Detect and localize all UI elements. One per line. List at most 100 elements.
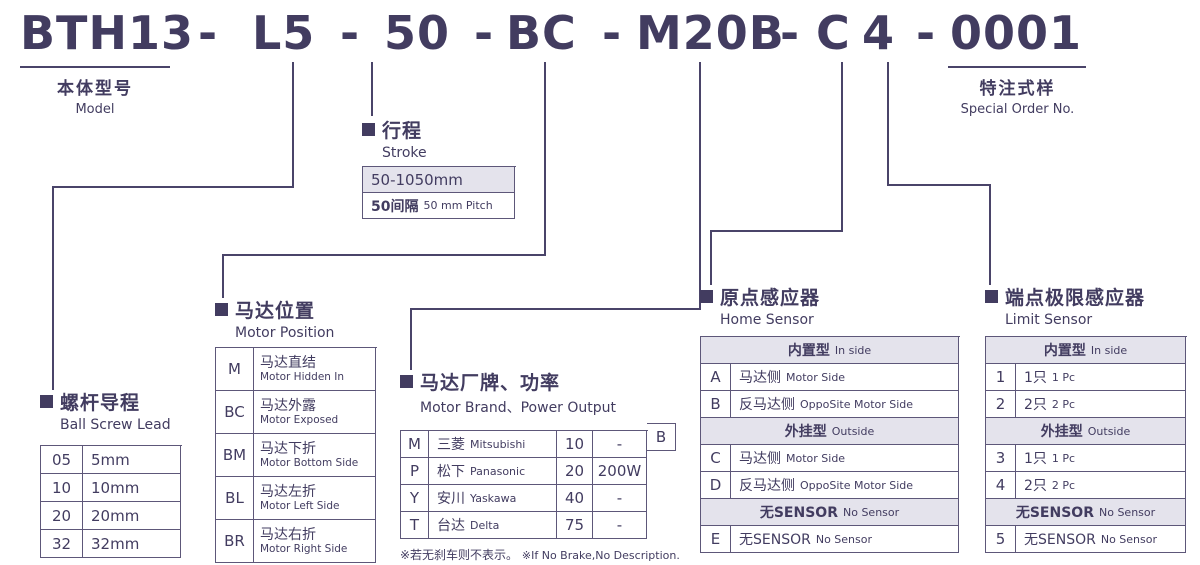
connector-limit-v1	[887, 62, 889, 186]
limit-desc-zh: 2只	[1024, 478, 1047, 494]
brand-name-en: Panasonic	[470, 464, 526, 478]
lead-code: 10	[41, 474, 83, 502]
power-code: 10	[557, 431, 593, 458]
table-row: A 马达侧 Motor Side	[701, 364, 960, 391]
lead-code: 05	[41, 446, 83, 474]
group-header-en: Outside	[1087, 424, 1131, 438]
special-order-label-zh: 特注式样	[979, 79, 1056, 99]
section-ball-screw-lead: 螺杆导程 Ball Screw Lead 05 5mm 10 10mm 20 2…	[40, 388, 182, 558]
model-segment-stroke: 50	[384, 6, 451, 60]
position-desc-en: Motor Exposed	[260, 414, 339, 427]
section-home-sensor: 原点感应器 Home Sensor 内置型 In side A 马达侧 Moto…	[700, 283, 960, 553]
group-header-en: Outside	[831, 424, 875, 438]
section-brand-title-en: Motor Brand、Power Output	[420, 400, 617, 416]
position-code: BL	[216, 477, 254, 520]
table-row: 20 20mm	[41, 502, 182, 530]
table-group-header: 无SENSOR No Sensor	[701, 499, 960, 526]
special-order-label-en: Special Order No.	[960, 102, 1075, 117]
position-desc-zh: 马达直结	[260, 354, 316, 371]
brand-code: M	[401, 431, 429, 458]
model-label-en: Model	[75, 102, 115, 117]
home-desc-en: OppoSite Motor Side	[800, 397, 914, 411]
square-bullet-icon	[400, 375, 413, 388]
limit-code: 3	[986, 445, 1016, 472]
model-segment-home: C	[816, 6, 851, 60]
table-row: 5 无SENSOR No Sensor	[986, 526, 1187, 553]
power-value: 200W	[593, 458, 647, 485]
group-header-zh: 内置型	[787, 343, 830, 359]
section-brand-title: 马达厂牌、功率	[400, 368, 680, 395]
home-desc: 马达侧 Motor Side	[731, 445, 959, 472]
home-group-header: 外挂型 Outside	[701, 418, 959, 445]
limit-desc-en: 1 Pc	[1051, 370, 1076, 384]
table-row: M 马达直结 Motor Hidden In	[216, 348, 377, 391]
power-value: -	[593, 512, 647, 539]
limit-code: 1	[986, 364, 1016, 391]
connector-brand-v2	[410, 308, 412, 370]
underline-special-order	[948, 66, 1086, 68]
position-desc-zh: 马达右折	[260, 526, 316, 543]
square-bullet-icon	[215, 303, 228, 316]
model-segment-body: BTH13	[20, 6, 194, 60]
home-group-header: 内置型 In side	[701, 337, 959, 364]
group-header-zh: 内置型	[1043, 343, 1086, 359]
position-code: M	[216, 348, 254, 391]
table-group-header: 外挂型 Outside	[986, 418, 1187, 445]
table-row: BC 马达外露 Motor Exposed	[216, 391, 377, 434]
limit-desc-zh: 2只	[1024, 397, 1047, 413]
power-value: -	[593, 431, 647, 458]
table-row: 32 32mm	[41, 530, 182, 558]
connector-lead-v2	[52, 186, 54, 390]
brand-code: Y	[401, 485, 429, 512]
group-header-zh: 无SENSOR	[1015, 505, 1094, 521]
lead-value: 32mm	[83, 530, 181, 558]
table-row: 4 2只 2 Pc	[986, 472, 1187, 499]
position-desc-zh: 马达下折	[260, 440, 316, 457]
connector-brand-h	[410, 308, 701, 310]
table-row: 05 5mm	[41, 446, 182, 474]
section-position-title-zh: 马达位置	[235, 300, 316, 322]
section-limit-sensor: 端点极限感应器 Limit Sensor 内置型 In side 1 1只 1 …	[985, 283, 1187, 553]
connector-lead-h	[52, 186, 294, 188]
section-lead-title-zh: 螺杆导程	[60, 392, 141, 414]
brand-name-en: Mitsubishi	[470, 437, 526, 451]
table-group-header: 内置型 In side	[986, 337, 1187, 364]
square-bullet-icon	[40, 395, 53, 408]
power-code: 75	[557, 512, 593, 539]
home-code: C	[701, 445, 731, 472]
section-brand-title-zh: 马达厂牌、功率	[420, 372, 561, 394]
section-stroke-title: 行程	[362, 116, 516, 143]
model-segment-brand: M20B	[636, 6, 785, 60]
position-desc-en: Motor Bottom Side	[260, 457, 359, 470]
stroke-table: 50-1050mm 50间隔 50 mm Pitch	[362, 166, 516, 219]
brand-name: 安川 Yaskawa	[429, 485, 557, 512]
table-row: 10 10mm	[41, 474, 182, 502]
connector-stroke-v	[371, 62, 373, 116]
brand-name-zh: 三菱	[437, 437, 465, 453]
home-code: B	[701, 391, 731, 418]
table-row: M 三菱 Mitsubishi 10 -	[401, 431, 648, 458]
position-code: BR	[216, 520, 254, 563]
model-separator: -	[916, 6, 937, 60]
home-code: E	[701, 526, 731, 553]
home-desc-zh: 反马达侧	[739, 478, 795, 494]
lead-table: 05 5mm 10 10mm 20 20mm 32 32mm	[40, 445, 182, 558]
home-desc-en: Motor Side	[786, 451, 846, 465]
table-group-header: 外挂型 Outside	[701, 418, 960, 445]
position-desc-en: Motor Right Side	[260, 543, 348, 556]
model-segment-order: 0001	[950, 6, 1083, 60]
group-header-zh: 外挂型	[1040, 424, 1083, 440]
brake-code-cell: B	[647, 423, 676, 451]
section-stroke-title-en: Stroke	[382, 145, 427, 161]
table-row: 50间隔 50 mm Pitch	[363, 193, 516, 219]
brand-name-en: Yaskawa	[470, 491, 517, 505]
connector-lead-v1	[292, 62, 294, 188]
table-row: 1 1只 1 Pc	[986, 364, 1187, 391]
table-row: 3 1只 1 Pc	[986, 445, 1187, 472]
limit-desc-en: No Sensor	[1100, 532, 1158, 546]
lead-value: 10mm	[83, 474, 181, 502]
group-header-en: In side	[1090, 343, 1128, 357]
limit-desc: 2只 2 Pc	[1016, 391, 1186, 418]
brand-code: T	[401, 512, 429, 539]
limit-group-header: 无SENSOR No Sensor	[986, 499, 1186, 526]
